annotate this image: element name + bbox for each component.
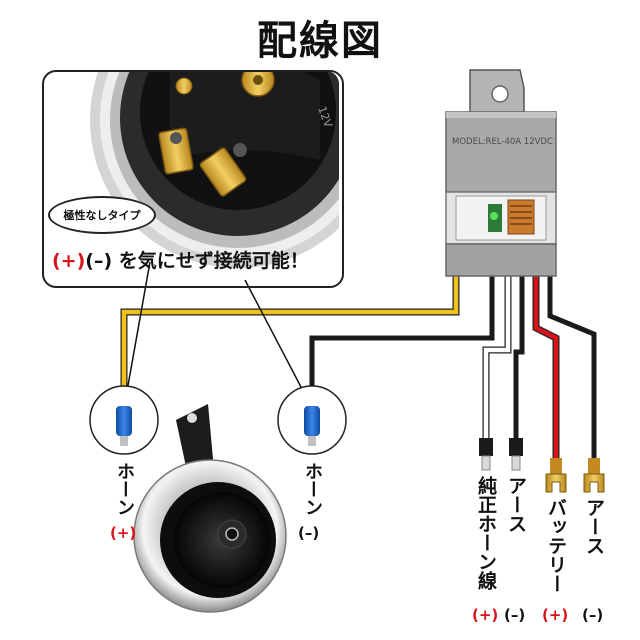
page-title: 配線図 [257,18,383,64]
white-wire [482,275,512,440]
yellow-wire [120,275,460,410]
wire-polarity-battery: (+) [542,606,569,624]
horn-left-label: ホーン [114,462,135,516]
relay [445,69,557,277]
black-wire-earth [513,275,525,440]
horn-right-label: ホーン [302,462,323,516]
white-wire-connector [479,438,493,471]
black-wire-horn [309,275,495,410]
battery-fork-terminal [545,458,567,493]
caption-rest: (–) を気にせず接続可能！ [85,250,309,272]
inset-caption: (+)(–) を気にせず接続可能！ [52,246,309,273]
horn-back-photo: 12V [90,71,339,268]
earth-wire-connector [509,438,523,471]
wire-polarity-earth-1: (–) [504,606,526,624]
inset-frame [42,70,344,288]
red-wire [532,275,560,460]
earth-fork-terminal [583,458,605,493]
wire-label-original-horn: 純正ホーン線 [475,476,497,590]
wire-label-earth-2: アース [583,498,605,555]
wire-label-earth-1: アース [505,476,527,533]
horn-right-polarity: (–) [298,524,320,542]
wire-polarity-earth-2: (–) [582,606,604,624]
horn-front-photo [133,404,287,613]
black-wire-earth-2 [547,275,597,460]
relay-model-text: MODEL:REL-40A 12VDC [452,137,553,147]
wire-label-battery: バッテリー [545,498,567,593]
horn-left-polarity: (+) [110,524,137,542]
connector-right [277,385,347,455]
non-polar-bubble: 極性なしタイプ [48,196,156,234]
wire-polarity-original-horn: (+) [472,606,499,624]
caption-plus: (+) [52,250,86,272]
connector-left [89,385,159,455]
